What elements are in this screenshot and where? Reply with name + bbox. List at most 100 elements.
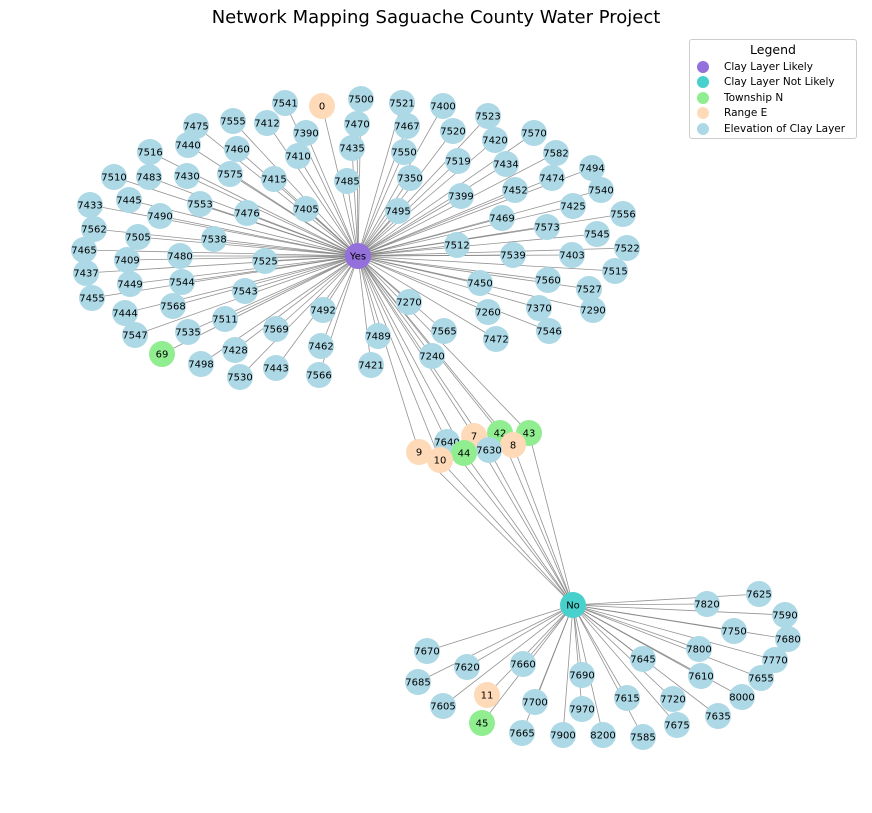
node-label: 7290 <box>580 306 605 317</box>
node-label: 7670 <box>414 647 439 658</box>
node-7582: 7582 <box>543 140 569 166</box>
node-label: 7543 <box>232 287 257 298</box>
edge-yes-7575 <box>229 173 359 257</box>
node-label: 7520 <box>440 127 465 138</box>
edge-yes-43 <box>357 255 530 434</box>
node-7410: 7410 <box>285 143 311 169</box>
node-circle <box>610 201 636 227</box>
node-circle <box>775 626 801 652</box>
node-7562: 7562 <box>81 216 107 242</box>
node-circle <box>389 90 415 116</box>
node-label: 7562 <box>81 225 106 236</box>
node-circle <box>762 647 788 673</box>
node-label: 7410 <box>285 152 310 163</box>
node-7539: 7539 <box>500 242 526 268</box>
node-circle <box>772 602 798 628</box>
node-circle <box>212 306 238 332</box>
node-circle <box>721 618 747 644</box>
node-circle <box>467 270 493 296</box>
node-circle <box>405 669 431 695</box>
node-circle <box>334 168 360 194</box>
node-label: Yes <box>349 252 366 263</box>
node-label: 7645 <box>630 655 655 666</box>
edge-yes-7569 <box>275 255 359 330</box>
node-7565: 7565 <box>431 318 457 344</box>
node-label: 7495 <box>385 207 410 218</box>
node-label: 7421 <box>358 361 383 372</box>
node-7403: 7403 <box>559 242 585 268</box>
edge-yes-7409 <box>126 255 359 261</box>
node-label: 7444 <box>112 309 137 320</box>
node-label: 7510 <box>101 173 126 184</box>
node-circle <box>365 323 391 349</box>
node-circle <box>431 318 457 344</box>
node-label: 7490 <box>147 212 172 223</box>
node-circle <box>560 193 586 219</box>
node-label: 7665 <box>509 729 534 740</box>
node-label: 7625 <box>746 590 771 601</box>
node-label: 7540 <box>588 186 613 197</box>
legend-label: Township N <box>724 91 784 104</box>
node-7540: 7540 <box>588 177 614 203</box>
node-label: 7415 <box>261 175 286 186</box>
node-No: No <box>560 592 586 618</box>
node-label: 7605 <box>430 702 455 713</box>
edge-yes-9 <box>357 255 420 453</box>
node-7494: 7494 <box>579 155 605 181</box>
node-circle <box>489 205 515 231</box>
node-circle <box>448 183 474 209</box>
node-7535: 7535 <box>175 319 201 345</box>
node-circle <box>569 696 595 722</box>
node-7543: 7543 <box>232 278 258 304</box>
node-label: 7630 <box>476 446 501 457</box>
node-circle <box>509 720 535 746</box>
node-circle <box>293 120 319 146</box>
node-label: 7505 <box>125 233 150 244</box>
node-circle <box>526 295 552 321</box>
node-label: 7434 <box>493 160 518 171</box>
node-7452: 7452 <box>502 177 528 203</box>
node-7511: 7511 <box>212 306 238 332</box>
legend-label: Elevation of Clay Layer <box>724 122 846 135</box>
node-circle <box>227 364 253 390</box>
edge-no-11 <box>486 604 574 696</box>
node-circle <box>394 113 420 139</box>
node-7400: 7400 <box>430 93 456 119</box>
node-circle <box>614 235 640 261</box>
edge-yes-7350 <box>357 177 411 257</box>
node-label: 7970 <box>569 705 594 716</box>
node-7260: 7260 <box>475 299 501 325</box>
node-label: 7433 <box>77 201 102 212</box>
node-label: 7390 <box>293 129 318 140</box>
node-circle <box>686 636 712 662</box>
node-label: 7655 <box>748 674 773 685</box>
node-7444: 7444 <box>112 300 138 326</box>
edge-yes-7403 <box>357 254 573 257</box>
node-7750: 7750 <box>721 618 747 644</box>
edge-yes-44 <box>357 255 465 454</box>
node-circle <box>397 165 423 191</box>
edge-no-42 <box>499 432 574 606</box>
node-circle <box>222 337 248 363</box>
node-circle <box>234 200 260 226</box>
node-label: 44 <box>458 449 471 460</box>
node-7483: 7483 <box>136 164 162 190</box>
edge-no-43 <box>528 432 574 606</box>
edge-yes-7568 <box>172 255 359 307</box>
edge-yes-7545 <box>357 233 598 257</box>
node-circle <box>705 703 731 729</box>
node-7523: 7523 <box>475 103 501 129</box>
node-label: 7556 <box>610 210 635 221</box>
node-7390: 7390 <box>293 120 319 146</box>
node-7625: 7625 <box>746 581 772 607</box>
edge-no-7770 <box>572 604 776 661</box>
node-label: 7700 <box>522 698 547 709</box>
node-circle <box>475 299 501 325</box>
node-label: 7494 <box>579 164 604 175</box>
legend-title: Legend <box>750 42 796 57</box>
edge-yes-7452 <box>357 189 516 257</box>
node-7675: 7675 <box>664 712 690 738</box>
edge-yes-7505 <box>137 236 359 257</box>
edge-yes-7489 <box>357 255 379 337</box>
